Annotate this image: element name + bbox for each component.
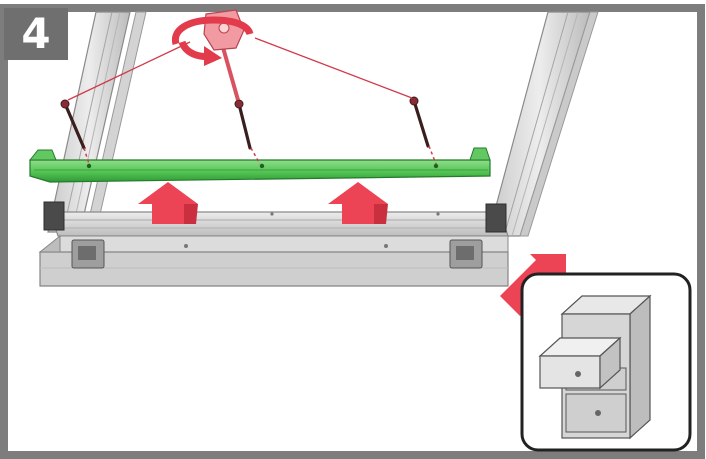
panel-border xyxy=(0,4,705,459)
step-number-badge: 4 xyxy=(4,8,68,60)
screw-right xyxy=(409,96,437,165)
screw-middle xyxy=(234,99,261,165)
right-side-profile xyxy=(487,11,599,237)
leader-lines xyxy=(67,37,413,101)
bottom-frame xyxy=(38,211,509,287)
rotate-arrow-icon xyxy=(171,16,254,66)
screw-left xyxy=(60,99,90,165)
right-corner-connector xyxy=(449,203,507,269)
green-rail xyxy=(28,147,491,183)
push-arrow-left xyxy=(138,182,198,224)
push-arrow-right xyxy=(328,182,388,224)
drawer-cabinet-icon xyxy=(520,272,692,452)
left-corner-connector xyxy=(43,201,105,269)
